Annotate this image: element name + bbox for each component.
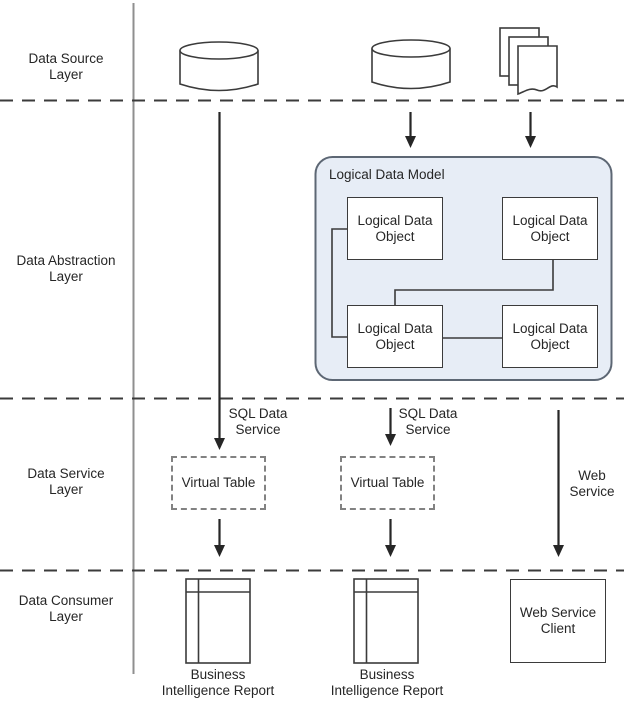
layer-label-line: Data Abstraction [16,253,116,268]
business-intelligence-report-label-1: Business Intelligence Report [153,667,283,699]
arrow-model-to-virtual-table2 [385,408,396,446]
virtual-table-box-1: Virtual Table [171,456,266,510]
label-line: Business [190,667,246,682]
layer-label-data-consumer: Data Consumer Layer [6,593,126,625]
web-service-label: Web Service [560,468,624,500]
database-icon [179,41,259,92]
layer-label-data-abstraction: Data Abstraction Layer [6,253,126,285]
virtual-table-label: Virtual Table [181,475,256,490]
layer-label-data-source: Data Source Layer [6,51,126,83]
client-label-line: Web Service [519,605,597,620]
layer-label-line: Layer [49,482,83,497]
arrow-virtual-table2-to-report2 [385,519,396,557]
object-label-line: Logical Data [512,212,588,228]
virtual-table-box-2: Virtual Table [340,456,435,510]
client-label-line: Client [540,621,576,636]
object-label-line: Logical Data [357,320,433,336]
logical-data-object-box-bottom-right: Logical Data Object [502,305,598,368]
web-service-client-box: Web Service Client [510,579,606,663]
report-icon [353,578,419,664]
object-label-line: Logical Data [357,212,433,228]
layer-label-data-service: Data Service Layer [6,466,126,498]
logical-data-model-title: Logical Data Model [329,167,445,182]
label-line: Service [405,422,451,437]
layer-label-line: Data Consumer [18,593,114,608]
object-label-line: Logical Data [512,320,588,336]
arrow-web-service-to-client [553,410,564,557]
label-line: SQL Data [228,406,288,421]
business-intelligence-report-label-2: Business Intelligence Report [322,667,452,699]
label-line: Intelligence Report [330,683,444,698]
arrow-documents-to-model [525,112,536,148]
database-icon [371,39,451,90]
virtual-table-label: Virtual Table [350,475,425,490]
label-line: Business [359,667,415,682]
object-label-line: Object [375,228,415,244]
object-label-line: Object [375,336,415,352]
object-label-line: Object [530,336,570,352]
layer-label-line: Layer [49,67,83,82]
layer-label-line: Layer [49,269,83,284]
label-line: Intelligence Report [161,683,275,698]
layer-label-line: Layer [49,609,83,624]
logical-data-object-box-top-left: Logical Data Object [347,197,443,260]
connector-topright-to-bottomleft [394,260,554,305]
label-line: Web [578,468,606,483]
arrow-database1-to-virtual-table1 [214,112,225,450]
label-line: SQL Data [398,406,458,421]
documents-icon [499,27,558,96]
arrow-database2-to-model [405,112,416,148]
connector-left-objects [331,228,347,338]
arrow-virtual-table1-to-report1 [214,519,225,557]
sql-data-service-label-1: SQL Data Service [226,406,290,438]
logical-data-object-box-bottom-left: Logical Data Object [347,305,443,368]
object-label-line: Object [530,228,570,244]
label-line: Service [569,484,615,499]
sql-data-service-label-2: SQL Data Service [396,406,460,438]
layer-label-line: Data Service [27,466,105,481]
report-icon [185,578,251,664]
layer-label-line: Data Source [28,51,104,66]
logical-data-object-box-top-right: Logical Data Object [502,197,598,260]
label-line: Service [235,422,281,437]
